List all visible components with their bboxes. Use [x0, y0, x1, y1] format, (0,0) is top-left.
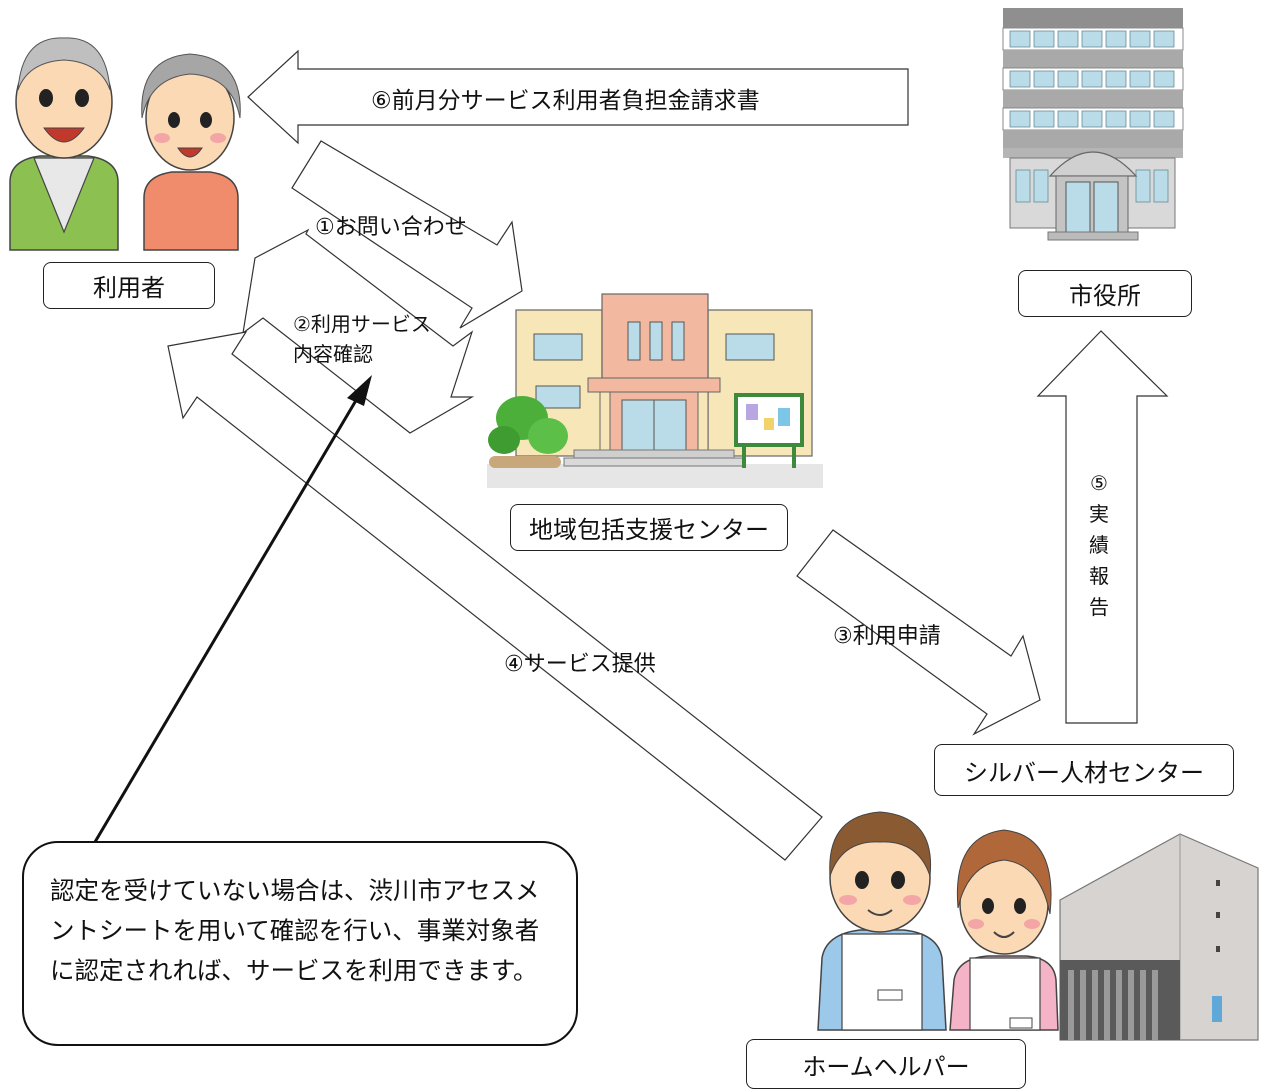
- step-4-label: ④サービス提供: [504, 652, 656, 677]
- city-hall-illustration: [1002, 8, 1184, 241]
- arrow-4-service: [167, 331, 823, 861]
- user-couple-illustration: [9, 37, 241, 251]
- label-silver-center: シルバー人材センター: [934, 744, 1234, 796]
- step-1-label: ①お問い合わせ: [315, 215, 467, 240]
- step-5-char: 報: [1089, 564, 1109, 588]
- callout-note-text: 認定を受けていない場合は、渋川市アセスメントシートを用いて確認を行い、事業対象者…: [50, 876, 540, 985]
- arrow-1-inquiry: [291, 140, 523, 329]
- label-user: 利用者: [43, 262, 215, 309]
- step-6-label: ⑥前月分サービス利用者負担金請求書: [371, 88, 760, 114]
- step-5-char: 告: [1089, 595, 1109, 619]
- callout-note: 認定を受けていない場合は、渋川市アセスメントシートを用いて確認を行い、事業対象者…: [22, 841, 578, 1046]
- arrow-3-application: [796, 529, 1041, 736]
- label-city-hall: 市役所: [1018, 270, 1192, 317]
- home-helper-illustration: [817, 811, 1259, 1041]
- step-5-char: 実: [1089, 502, 1109, 526]
- arrow-6-billing: [247, 49, 909, 145]
- support-center-illustration: [487, 293, 823, 488]
- arrow-5-report: [1036, 330, 1169, 724]
- callout-pointer-head: [347, 375, 372, 406]
- callout-pointer-line: [93, 396, 360, 843]
- label-support-center: 地域包括支援センター: [510, 504, 788, 551]
- step-2-label: ②利用サービス 内容確認: [293, 312, 431, 366]
- step-5-label: ⑤ 実 績 報 告: [1089, 468, 1109, 623]
- step-3-label: ③利用申請: [833, 624, 941, 649]
- step-5-char: ⑤: [1090, 471, 1108, 495]
- step-5-char: 績: [1089, 533, 1109, 557]
- label-home-helper: ホームヘルパー: [746, 1039, 1026, 1089]
- arrow-2-confirm: [242, 228, 475, 434]
